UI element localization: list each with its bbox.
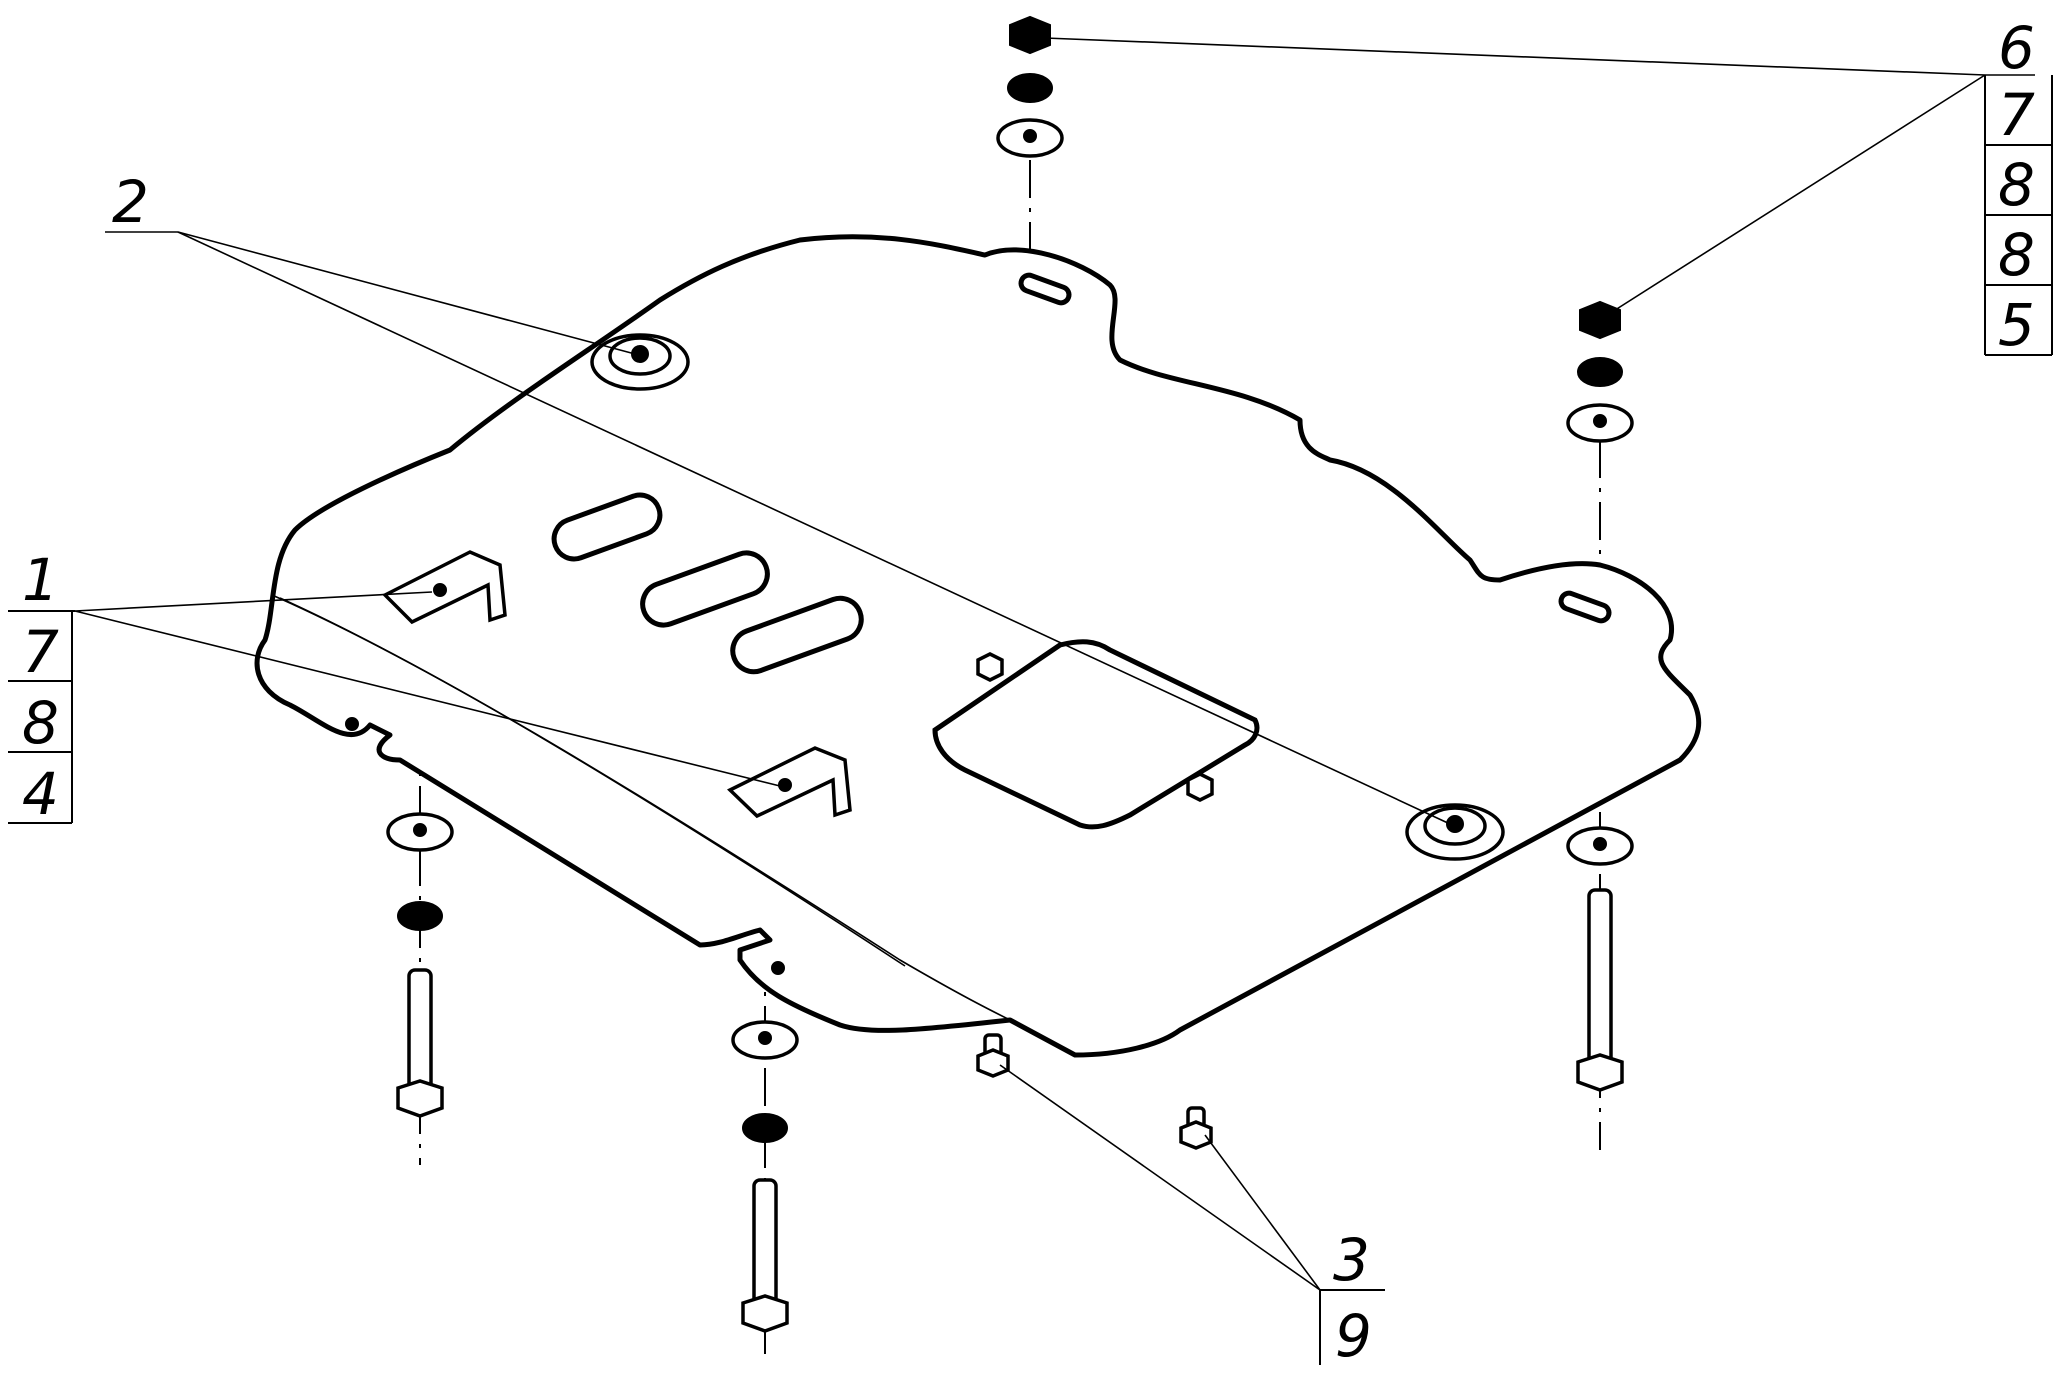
callout-2: 2 xyxy=(112,168,149,236)
fastener-stack-top xyxy=(996,15,1064,158)
service-hatch xyxy=(932,639,1260,830)
small-bolt-1-head xyxy=(976,1048,1010,1078)
bolt-left-shank xyxy=(407,968,433,1092)
mount-slot-right xyxy=(1558,590,1612,624)
washer-top-right-hole xyxy=(1593,414,1607,428)
table-right-cell-2: 8 xyxy=(1998,151,2035,219)
callout-3-number: 3 xyxy=(1333,1226,1370,1294)
bolt-right-head xyxy=(1576,1053,1624,1092)
callout-6-table: 6 7 8 8 5 xyxy=(1984,14,2053,359)
nut-top-right xyxy=(1579,300,1621,340)
table-left-cell-2: 8 xyxy=(22,689,59,757)
bolt-left-head xyxy=(396,1079,444,1118)
plate-nuts xyxy=(976,652,1214,802)
vent-slot-1 xyxy=(551,492,663,562)
leader-3-a xyxy=(999,1064,1321,1291)
callout-1-number: 1 xyxy=(22,546,59,614)
leader-6-a xyxy=(1044,37,1986,76)
skid-plate xyxy=(254,234,1702,1058)
leader-6-b xyxy=(1611,74,1986,313)
lock-washer-top-right xyxy=(1577,357,1623,387)
plate-bend-line-2 xyxy=(279,597,906,967)
leader-1-a xyxy=(74,591,433,612)
boss-bottom-right-hole xyxy=(1446,815,1464,833)
washer-bottom-hole xyxy=(758,1031,772,1045)
small-hole-left xyxy=(345,717,359,731)
small-hole-bottom xyxy=(771,961,785,975)
mount-slot-top xyxy=(1018,272,1072,306)
bolt-bottom-head xyxy=(741,1294,789,1333)
table-right-cell-4: 5 xyxy=(1998,291,2035,359)
bracket-left-hole xyxy=(433,583,447,597)
washer-left-hole xyxy=(413,823,427,837)
callout-3-table: 3 9 xyxy=(1319,1226,1385,1370)
plate-outline xyxy=(254,234,1702,1058)
vent-slot-3 xyxy=(730,595,864,675)
bolt-bottom-shank xyxy=(752,1178,778,1307)
leader-2-b xyxy=(177,231,1451,825)
leader-1-b xyxy=(74,610,781,787)
table-bottom-cell-1: 9 xyxy=(1335,1302,1372,1370)
leader-lines xyxy=(74,37,2035,1291)
callout-6-number: 6 xyxy=(1998,14,2035,82)
washer-right-hole xyxy=(1593,837,1607,851)
leader-2-a xyxy=(177,231,636,355)
lock-washer-bottom xyxy=(742,1113,788,1143)
bolt-right-shank xyxy=(1587,888,1613,1067)
table-right-cell-3: 8 xyxy=(1998,221,2035,289)
leader-3-b xyxy=(1204,1134,1321,1291)
vent-slot-2 xyxy=(640,550,770,628)
washer-top-center-hole xyxy=(1023,129,1037,143)
hatch-nut-top xyxy=(976,652,1004,682)
table-left-cell-1: 7 xyxy=(22,618,59,686)
fastener-stack-right xyxy=(1566,826,1634,1092)
bracket-right-hole xyxy=(778,778,792,792)
nut-top-center xyxy=(1009,15,1051,55)
hatch-nut-bottom xyxy=(1186,772,1214,802)
table-right-cell-1: 7 xyxy=(1998,81,2035,149)
lock-washer-top-center xyxy=(1007,73,1053,103)
callout-1-table: 1 7 8 4 xyxy=(8,546,75,828)
lock-washer-left xyxy=(397,901,443,931)
fastener-stack-bottom xyxy=(731,1020,799,1333)
brackets xyxy=(382,550,852,819)
fastener-stack-top-right xyxy=(1566,300,1634,443)
boss-group xyxy=(590,333,1505,861)
table-left-cell-3: 4 xyxy=(22,760,59,828)
callout-2-number: 2 xyxy=(112,168,149,236)
small-bolt-2-head xyxy=(1179,1120,1213,1150)
fastener-stack-left xyxy=(386,812,454,1118)
